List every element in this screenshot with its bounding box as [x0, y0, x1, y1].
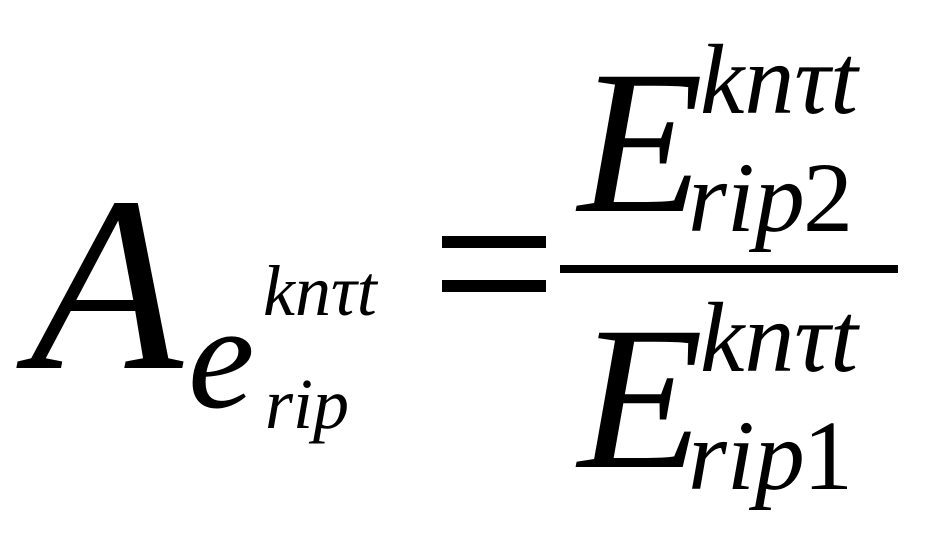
equals-top-bar [442, 236, 546, 248]
numerator-superscript: knτt [700, 24, 858, 135]
lhs-sub-letter: e [188, 274, 255, 440]
equals-bottom-bar [442, 280, 546, 292]
numerator-index: 2 [803, 142, 853, 253]
lhs-subscript: rip [265, 364, 350, 444]
fraction-bar [560, 265, 898, 273]
numerator-base-symbol: E [578, 29, 704, 256]
denominator-index: 1 [803, 400, 853, 511]
denominator-base-symbol: E [578, 285, 704, 512]
lhs-superscript: knτt [263, 251, 377, 331]
lhs-base-symbol: A [30, 146, 183, 423]
denominator-superscript: knτt [700, 282, 858, 393]
denominator-subscript: rip [688, 400, 805, 511]
equals-sign [442, 236, 546, 292]
numerator-subscript: rip [688, 142, 805, 253]
